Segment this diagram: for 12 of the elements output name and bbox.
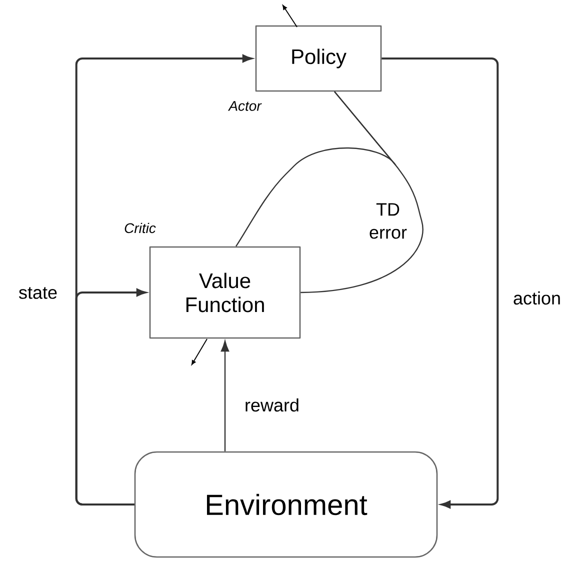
arrow — [75, 288, 146, 506]
edge-label: reward — [246, 398, 298, 412]
process-box: Value Function — [149, 246, 301, 339]
process-box: Policy — [255, 25, 382, 92]
edge-label: action — [514, 291, 560, 305]
rounded-box: Environment — [134, 451, 438, 558]
role-label: Actor — [228, 101, 262, 111]
edge-label: state — [19, 287, 57, 299]
arrow — [382, 58, 499, 508]
edge-label: TD error — [370, 203, 407, 239]
arrow — [220, 340, 230, 452]
role-label: Critic — [124, 222, 156, 234]
